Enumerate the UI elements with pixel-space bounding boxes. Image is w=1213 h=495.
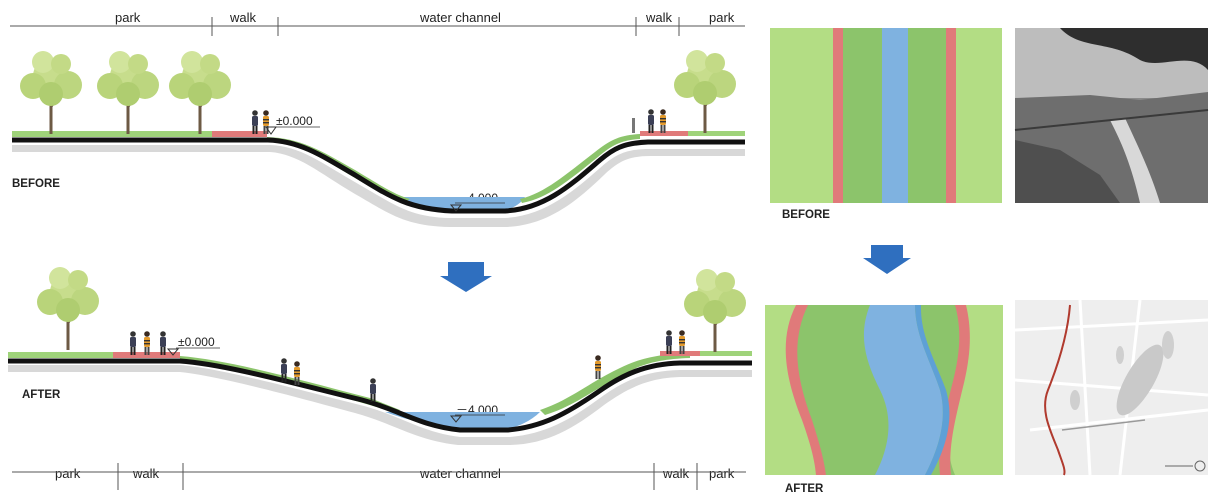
after-water — [385, 412, 540, 429]
plan-before — [770, 28, 1002, 203]
zone-label-channel-bottom: water channel — [420, 466, 501, 481]
plan-after — [765, 305, 1003, 475]
site-photo — [1014, 28, 1209, 203]
top-zone-dimension-line — [10, 17, 745, 36]
zone-label-park-right-bottom: park — [709, 466, 735, 481]
river-line — [1044, 304, 1071, 476]
zone-label-walk-right-top: walk — [646, 10, 673, 25]
site-map — [1014, 299, 1209, 476]
section-after-drawing — [8, 266, 752, 445]
plan-before-label: BEFORE — [782, 209, 830, 221]
section-after-label: AFTER — [22, 389, 61, 401]
zone-label-walk-left-top: walk — [230, 10, 257, 25]
zone-label-walk-left-bottom: walk — [133, 466, 160, 481]
compass-icon — [1194, 460, 1206, 472]
plan-after-label: AFTER — [785, 483, 824, 495]
before-level-top: ±0.000 — [276, 114, 313, 128]
section-before-label: BEFORE — [12, 178, 60, 190]
after-level-top: ±0.000 — [178, 335, 215, 349]
section-before-drawing — [12, 49, 745, 227]
down-arrow-icon-plan — [863, 245, 911, 274]
after-walk-left — [113, 352, 180, 358]
bottom-zone-dimension-line — [12, 463, 746, 490]
before-walk-left — [212, 131, 267, 137]
zone-label-park-left-top: park — [115, 10, 141, 25]
zone-label-channel-top: water channel — [420, 10, 501, 25]
zone-label-park-left-bottom: park — [55, 466, 81, 481]
down-arrow-icon — [440, 262, 492, 292]
before-walk-right — [640, 131, 688, 136]
zone-label-park-right-top: park — [709, 10, 735, 25]
zone-label-walk-right-bottom: walk — [663, 466, 690, 481]
